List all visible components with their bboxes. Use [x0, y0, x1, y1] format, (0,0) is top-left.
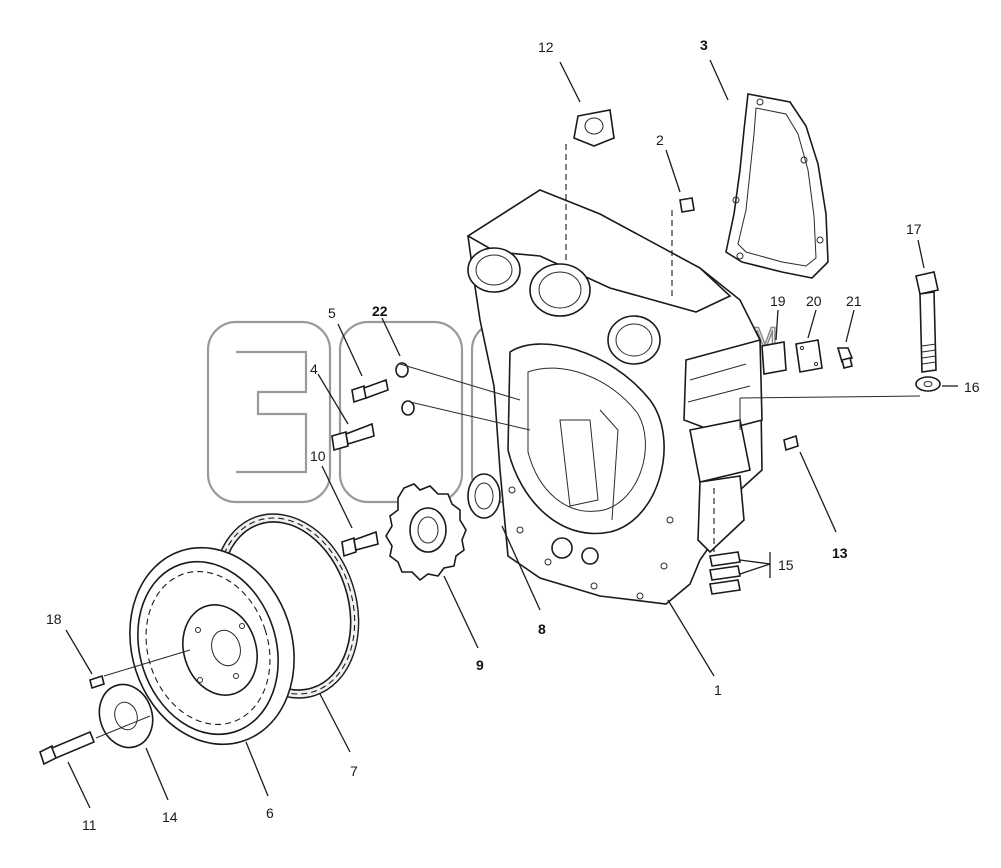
part-shims	[709, 551, 741, 595]
part-bolt-4	[331, 422, 375, 452]
callout-label-1: 1	[714, 682, 722, 698]
callout-label-9: 9	[476, 657, 484, 673]
callout-label-6: 6	[266, 805, 274, 821]
part-bolt-11	[39, 730, 96, 766]
callout-label-18: 18	[46, 611, 62, 627]
part-dowel-13	[783, 434, 799, 452]
callout-label-19: 19	[770, 293, 786, 309]
part-seal-8	[467, 473, 501, 519]
callout-label-15: 15	[778, 557, 794, 573]
part-cover-gasket-20	[795, 339, 823, 373]
callout-label-16: 16	[964, 379, 980, 395]
callout-label-2: 2	[656, 132, 664, 148]
part-bolt-5	[351, 378, 389, 404]
assembly-lines	[95, 144, 921, 739]
watermark-glyph-3	[206, 320, 332, 504]
part-plug	[679, 197, 695, 213]
callout-label-20: 20	[806, 293, 822, 309]
part-dowel-18	[89, 674, 105, 690]
part-gasket	[725, 93, 829, 279]
watermark-glyph-a	[338, 320, 464, 504]
callout-label-4: 4	[310, 361, 318, 377]
callout-label-21: 21	[846, 293, 862, 309]
part-flange-plate	[573, 109, 615, 147]
callout-label-22: 22	[372, 303, 388, 319]
part-housing	[466, 189, 763, 605]
watermark-glyph-3-inner	[236, 350, 308, 474]
callout-label-11: 11	[82, 817, 97, 833]
part-bolt-10	[341, 530, 379, 558]
callout-label-5: 5	[328, 305, 336, 321]
callout-label-7: 7	[350, 763, 358, 779]
callout-labels: 1 2 3 4 5 6 7 8 9 10 11 12 13 14 15 16 1…	[46, 37, 980, 833]
callout-label-3: 3	[700, 37, 708, 53]
part-washer-22	[395, 362, 415, 416]
callout-label-17: 17	[906, 221, 922, 237]
part-long-bolt	[915, 271, 939, 373]
callout-label-10: 10	[310, 448, 326, 464]
part-washer	[915, 376, 941, 392]
part-screw-21	[836, 347, 854, 369]
leader-lines	[65, 59, 958, 809]
callout-label-14: 14	[162, 809, 178, 825]
callout-label-13: 13	[832, 545, 848, 561]
callout-label-12: 12	[538, 39, 554, 55]
part-flywheel	[129, 546, 295, 746]
callout-label-8: 8	[538, 621, 546, 637]
part-gear	[385, 483, 467, 582]
part-cover-19	[761, 341, 787, 375]
